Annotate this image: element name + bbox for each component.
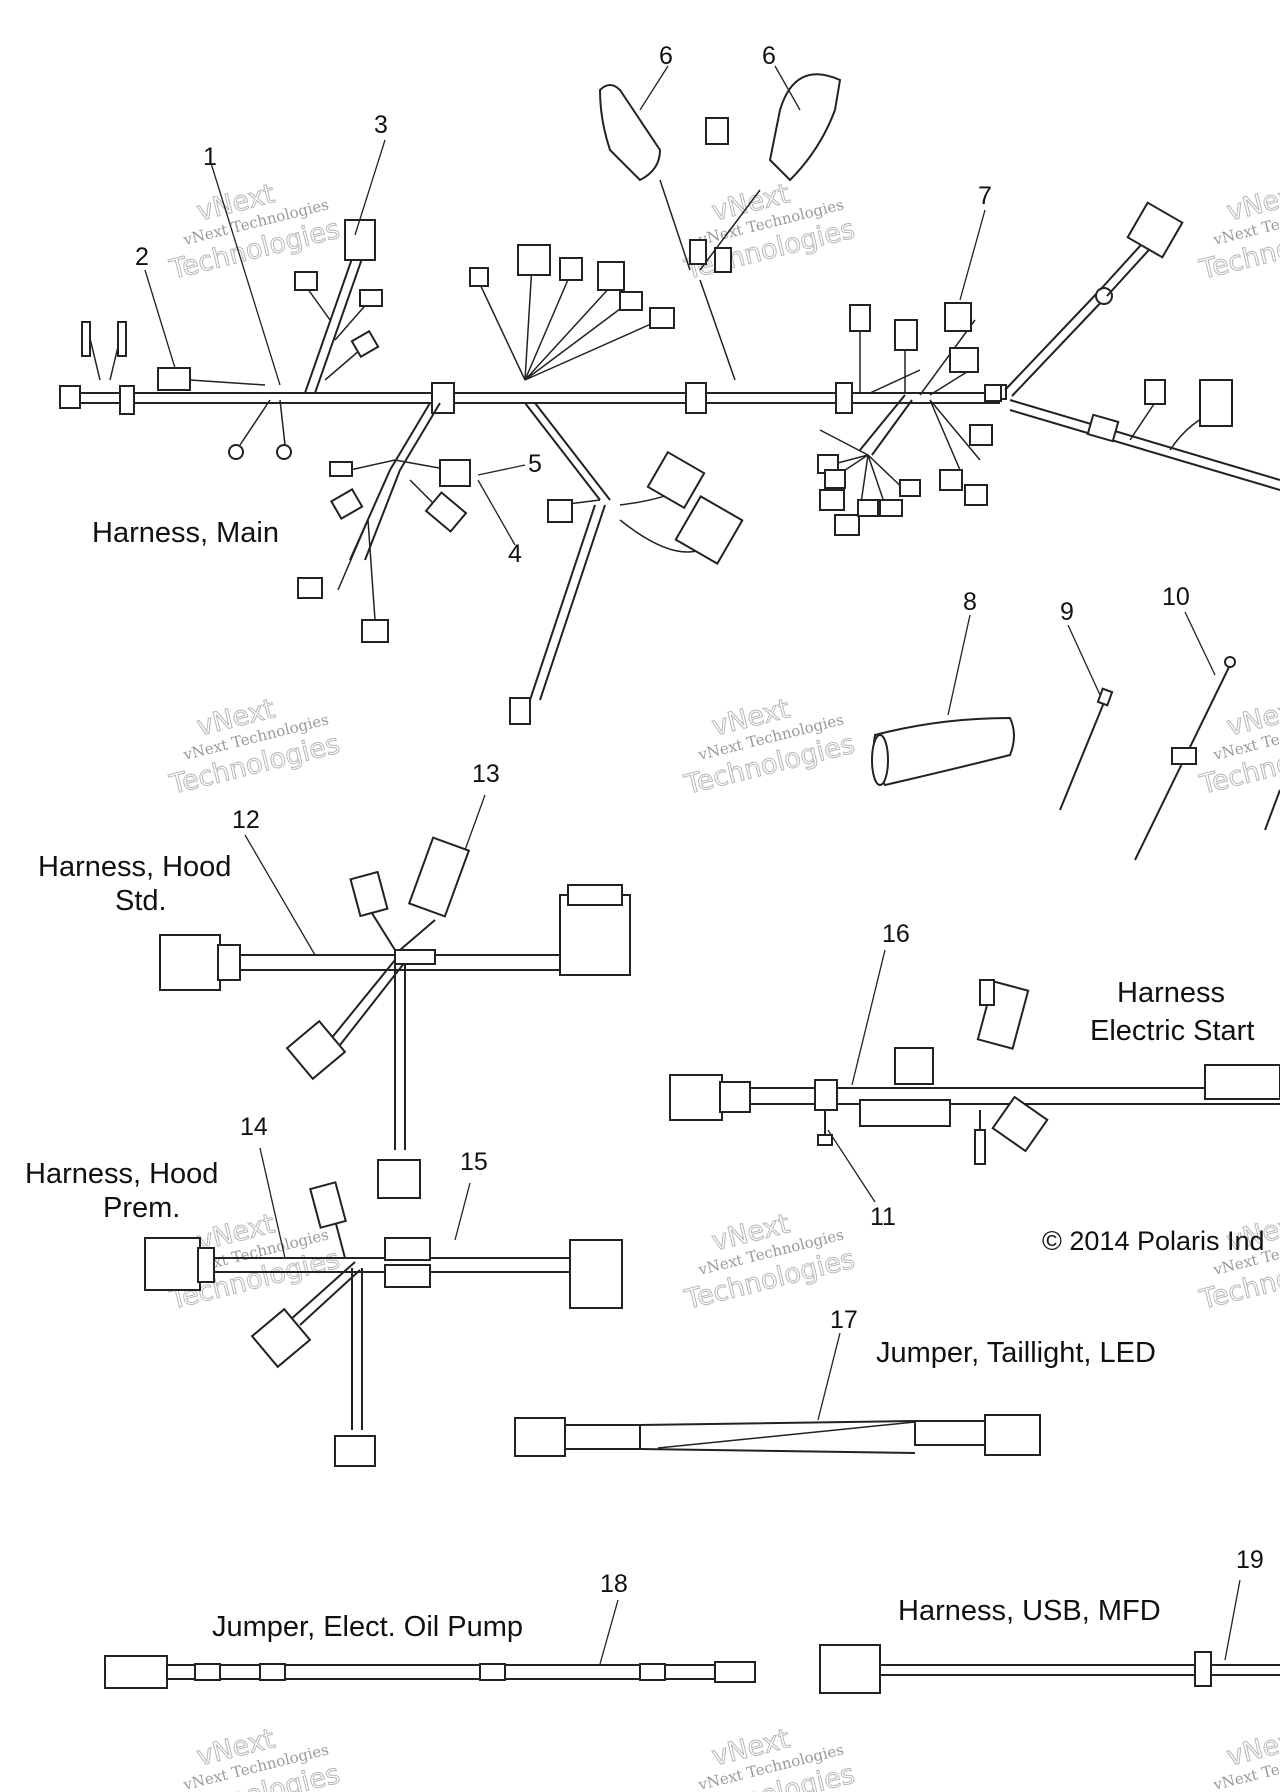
watermark-top-center: vNext vNext Technologies Technologies <box>681 178 859 287</box>
callout-9: 9 <box>1060 598 1074 626</box>
title-harness-electric-start-2: Electric Start <box>1090 1015 1254 1047</box>
callout-15: 15 <box>460 1148 488 1176</box>
watermark-top-left: vNext vNext Technologies Technologies <box>166 178 344 287</box>
callout-10: 10 <box>1162 583 1190 611</box>
callout-4: 4 <box>508 540 522 568</box>
usb-harness <box>819 1644 1280 1694</box>
callout-8: 8 <box>963 588 977 616</box>
callout-1: 1 <box>203 143 217 171</box>
callout-16: 16 <box>882 920 910 948</box>
callout-12: 12 <box>232 806 260 834</box>
watermark-top-right: vNext vNext Technologies Technologies <box>1196 178 1280 287</box>
watermark-low-center: vNext vNext Technologies Technologies <box>681 1208 859 1317</box>
title-jumper-taillight: Jumper, Taillight, LED <box>876 1337 1156 1369</box>
title-harness-usb: Harness, USB, MFD <box>898 1595 1161 1627</box>
taillight-jumper <box>514 1414 1041 1457</box>
title-harness-hood-prem-1: Harness, Hood <box>25 1158 218 1190</box>
watermark-bottom-left: vNext vNext Technologies Technologies <box>166 1723 344 1792</box>
electric-start-harness <box>669 979 1280 1165</box>
callout-17: 17 <box>830 1306 858 1334</box>
watermark-bottom-right: vNext vNext Technologies <box>1211 1723 1280 1792</box>
callout-6a: 6 <box>659 42 673 70</box>
leader-lines <box>144 65 1241 1665</box>
watermark-mid-right: vNext vNext Technologies Technologies <box>1196 693 1280 802</box>
callout-2: 2 <box>135 243 149 271</box>
watermark-mid-center: vNext vNext Technologies Technologies <box>681 693 859 802</box>
title-harness-hood-prem-2: Prem. <box>103 1192 180 1224</box>
watermark-mid-left: vNext vNext Technologies Technologies <box>166 693 344 802</box>
callout-7: 7 <box>978 182 992 210</box>
title-harness-main: Harness, Main <box>92 517 279 549</box>
cable-tie <box>1059 687 1114 811</box>
title-harness-hood-std-2: Std. <box>115 885 167 917</box>
callout-11: 11 <box>870 1203 896 1231</box>
oil-pump-jumper <box>104 1655 756 1689</box>
watermark-bottom-center: vNext vNext Technologies Technologies <box>681 1723 859 1792</box>
hood-prem-harness <box>144 1181 623 1467</box>
title-harness-hood-std-1: Harness, Hood <box>38 851 231 883</box>
callout-19: 19 <box>1236 1546 1264 1574</box>
protective-sleeve <box>871 716 1015 787</box>
title-harness-electric-start-1: Harness <box>1117 977 1225 1009</box>
hood-std-harness <box>159 836 631 1199</box>
title-jumper-oil-pump: Jumper, Elect. Oil Pump <box>212 1611 523 1643</box>
callout-18: 18 <box>600 1570 628 1598</box>
callout-3: 3 <box>374 111 388 139</box>
callout-13: 13 <box>472 760 500 788</box>
callout-14: 14 <box>240 1113 268 1141</box>
main-harness <box>59 73 1280 725</box>
copyright-notice: © 2014 Polaris Ind <box>1042 1226 1265 1256</box>
callout-5: 5 <box>528 450 542 478</box>
callout-6b: 6 <box>762 42 776 70</box>
cable-tie-with-clip <box>1134 656 1280 861</box>
